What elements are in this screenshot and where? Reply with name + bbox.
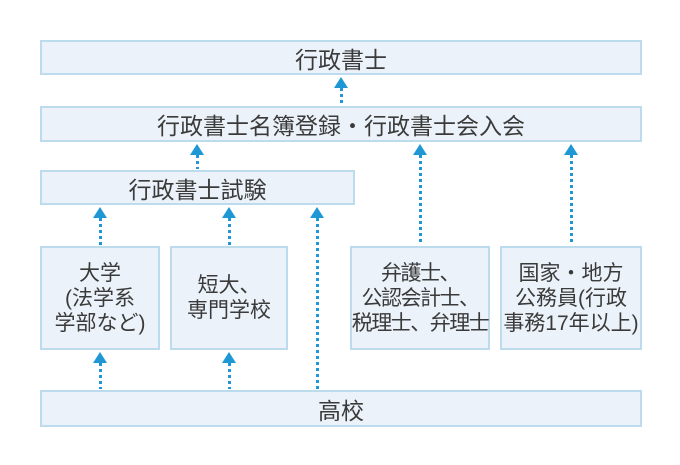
dotted-stem bbox=[227, 218, 231, 245]
dotted-stem bbox=[339, 88, 343, 105]
box-registration-label: 行政書士名簿登録・行政書士会入会 bbox=[157, 113, 525, 139]
connector-high-school-to-exam bbox=[310, 207, 324, 389]
connector-high-school-to-junior-college bbox=[222, 352, 236, 389]
box-registration: 行政書士名簿登録・行政書士会入会 bbox=[40, 106, 642, 142]
box-university-line-1: 大学 bbox=[79, 261, 121, 285]
box-qualified-professionals-line-3: 税理士、弁理士 bbox=[351, 311, 490, 335]
connector-university-to-exam bbox=[93, 207, 107, 245]
connector-exam-to-registration bbox=[190, 144, 204, 169]
box-university-line-2: (法学系 bbox=[65, 286, 135, 310]
arrow-up-icon bbox=[564, 144, 578, 155]
connector-qualified-professionals-to-registration bbox=[413, 144, 427, 245]
box-high-school: 高校 bbox=[40, 390, 642, 427]
box-civil-servants-line-2: 公務員(行政 bbox=[515, 286, 627, 310]
dotted-stem bbox=[227, 363, 231, 389]
box-university: 大学 (法学系 学部など) bbox=[40, 246, 160, 350]
arrow-up-icon bbox=[413, 144, 427, 155]
arrow-up-icon bbox=[93, 352, 107, 363]
connector-civil-servants-to-registration bbox=[564, 144, 578, 245]
box-gyoseishoshi: 行政書士 bbox=[40, 40, 642, 75]
box-junior-college-line-1: 短大、 bbox=[197, 274, 261, 297]
box-qualified-professionals-line-2: 公認会計士、 bbox=[361, 286, 481, 310]
connector-junior-college-to-exam bbox=[222, 207, 236, 245]
dotted-stem bbox=[315, 218, 319, 389]
dotted-stem bbox=[569, 155, 573, 245]
box-exam-label: 行政書士試験 bbox=[128, 176, 267, 203]
dotted-stem bbox=[195, 155, 199, 169]
box-junior-college-line-2: 専門学校 bbox=[187, 299, 271, 322]
box-civil-servants-line-3: 事務17年以上) bbox=[503, 311, 639, 335]
arrow-up-icon bbox=[190, 144, 204, 155]
box-high-school-label: 高校 bbox=[318, 397, 364, 424]
dotted-stem bbox=[418, 155, 422, 245]
box-civil-servants: 国家・地方 公務員(行政 事務17年以上) bbox=[500, 246, 642, 350]
connector-high-school-to-university bbox=[93, 352, 107, 389]
dotted-stem bbox=[98, 363, 102, 389]
dotted-stem bbox=[98, 218, 102, 245]
arrow-up-icon bbox=[93, 207, 107, 218]
arrow-up-icon bbox=[222, 352, 236, 363]
arrow-up-icon bbox=[222, 207, 236, 218]
connector-registration-to-gyoseishoshi bbox=[334, 77, 348, 105]
box-gyoseishoshi-label: 行政書士 bbox=[295, 46, 387, 73]
arrow-up-icon bbox=[310, 207, 324, 218]
box-university-line-3: 学部など) bbox=[54, 311, 146, 335]
box-junior-college: 短大、 専門学校 bbox=[170, 246, 288, 350]
box-exam: 行政書士試験 bbox=[40, 170, 355, 205]
box-qualified-professionals-line-1: 弁護士、 bbox=[381, 261, 461, 285]
box-qualified-professionals: 弁護士、 公認会計士、 税理士、弁理士 bbox=[350, 246, 490, 350]
arrow-up-icon bbox=[334, 77, 348, 88]
box-civil-servants-line-1: 国家・地方 bbox=[518, 261, 624, 285]
